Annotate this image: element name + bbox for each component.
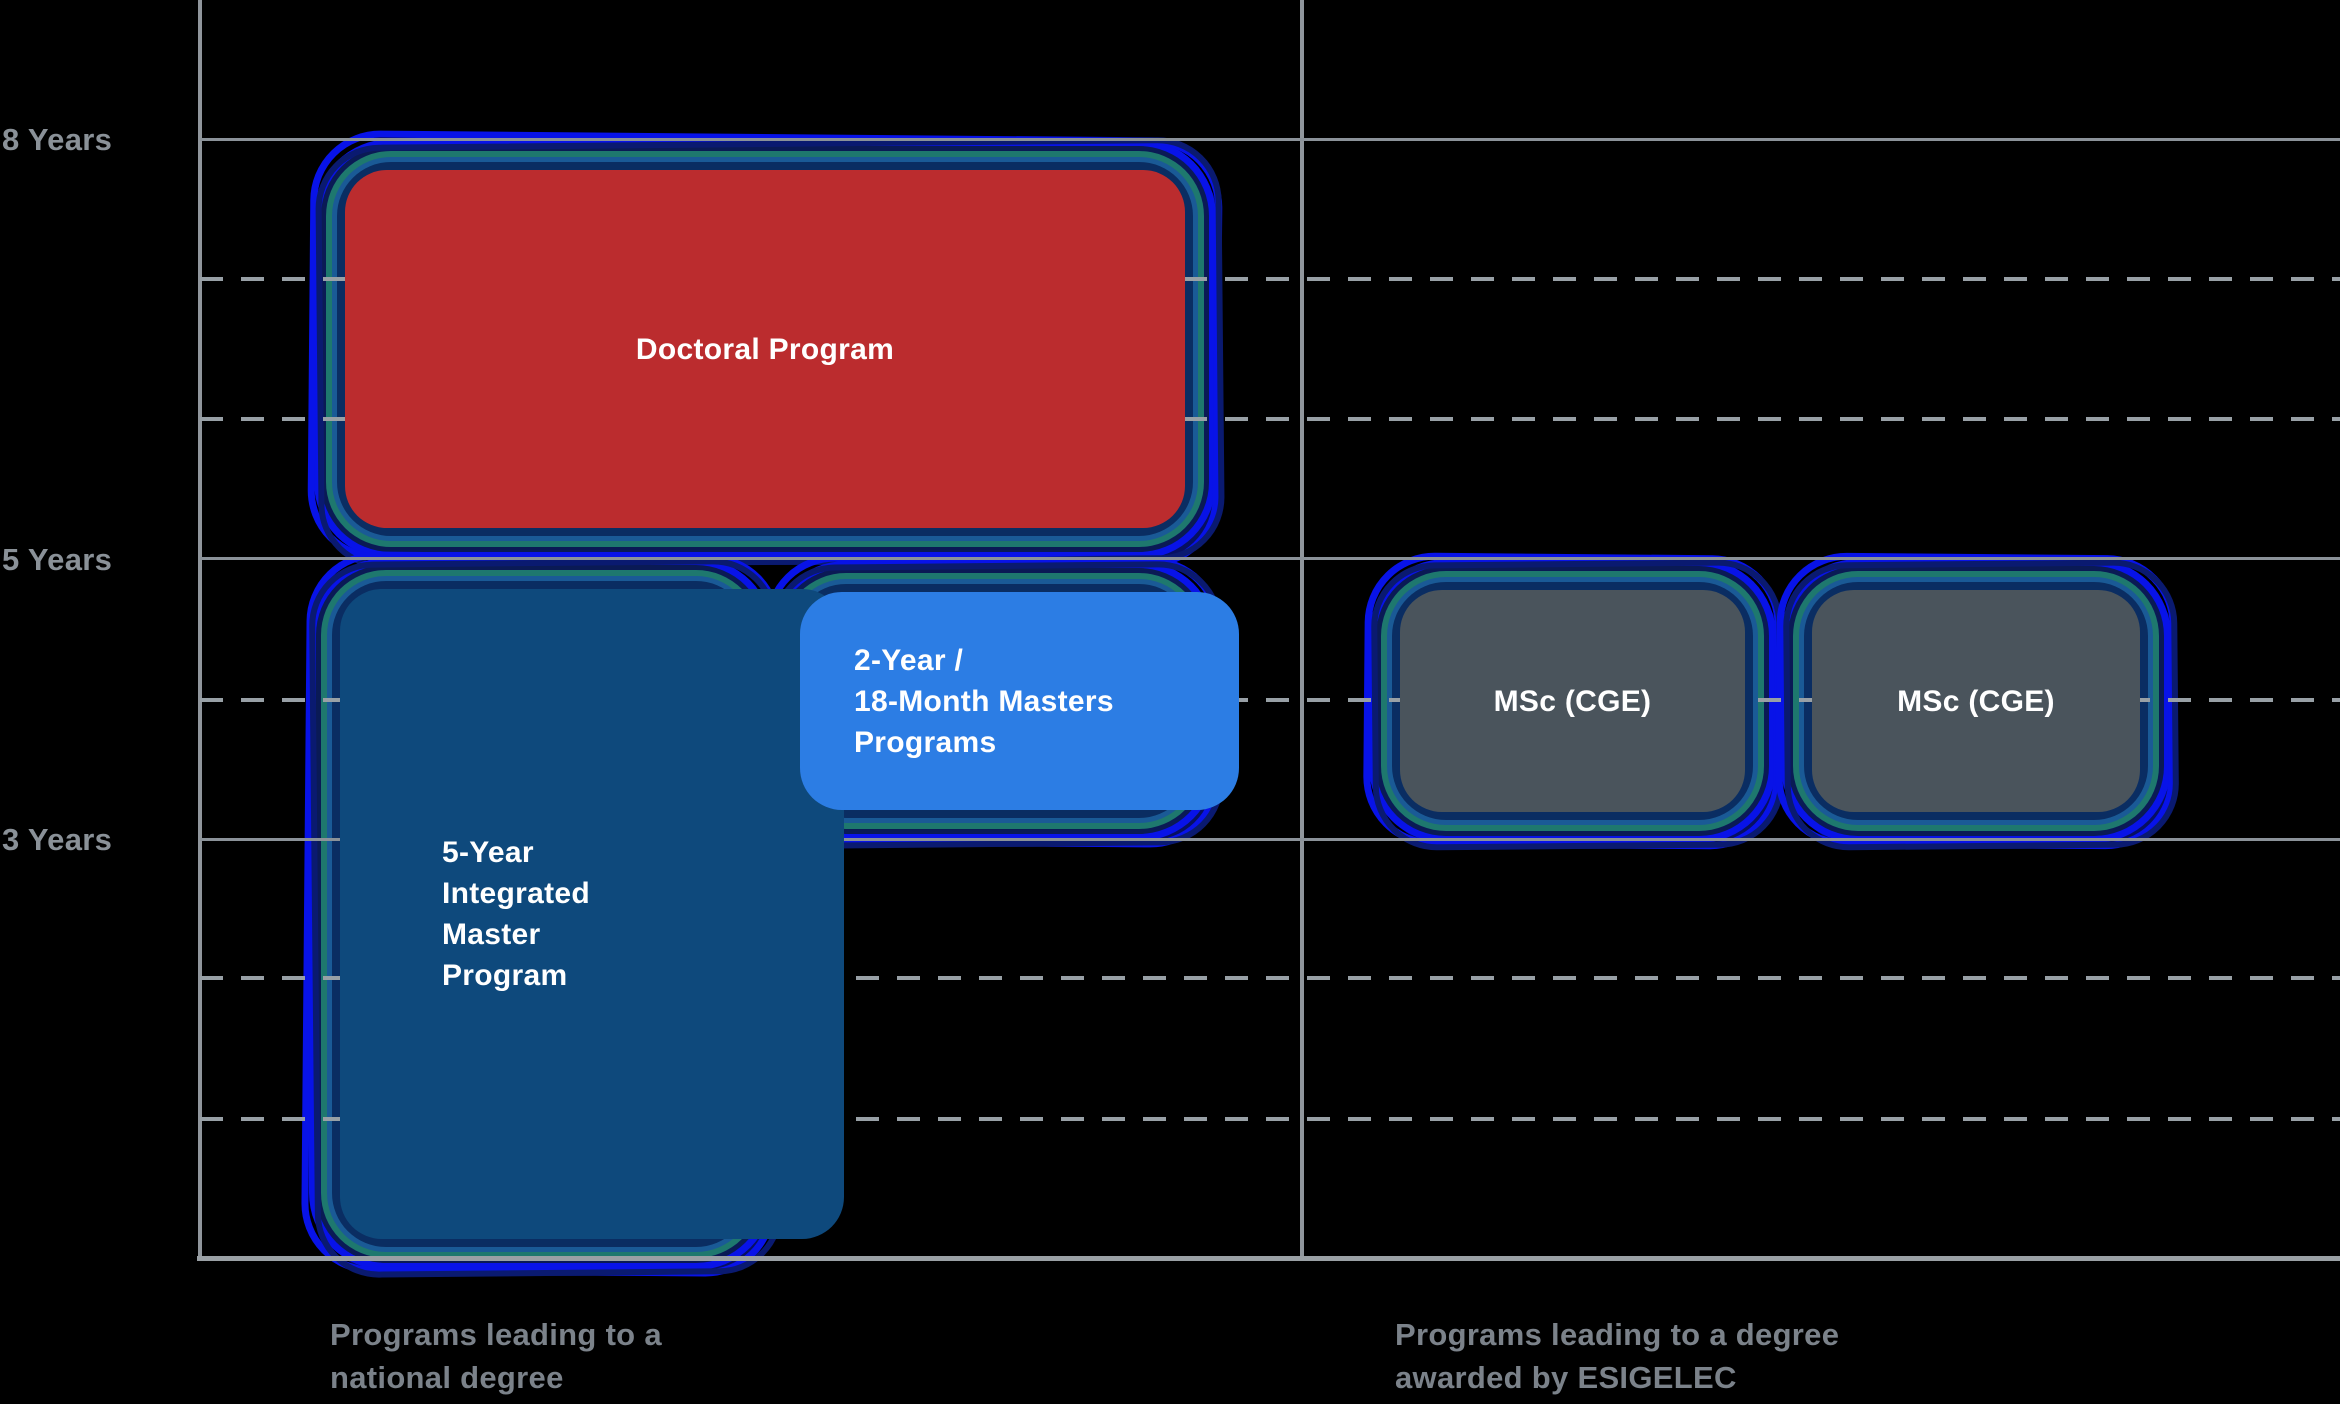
masters-programs-label: 2-Year / 18-Month Masters Programs (854, 643, 1114, 759)
gridline-1-year (200, 1117, 2340, 1121)
msc-cge-left-box: MSc (CGE) (1400, 590, 1745, 812)
doctoral-program-label: Doctoral Program (635, 332, 895, 366)
masters-programs-box: 2-Year / 18-Month Masters Programs (800, 592, 1239, 810)
caption-national-degree: Programs leading to a national degree (330, 1317, 662, 1395)
gridline-7-years (200, 277, 2340, 281)
gridline-8-years (200, 138, 2340, 141)
y-label-8-years: 8 Years (2, 122, 113, 157)
integrated-master-program-label: 5-Year Integrated Master Program (442, 836, 591, 992)
gridline-4-years (200, 698, 2340, 702)
gridline-5-years (200, 557, 2340, 560)
doctoral-program-box: Doctoral Program (345, 170, 1185, 528)
caption-esigelec-degree: Programs leading to a degree awarded by … (1395, 1317, 1840, 1395)
y-axis-line (198, 0, 202, 1260)
gridline-2-years (200, 976, 2340, 980)
y-label-5-years: 5 Years (2, 542, 113, 577)
msc-cge-left-label: MSc (CGE) (1493, 684, 1652, 718)
group-divider-line (1300, 0, 1304, 1258)
x-axis-line (197, 1256, 2340, 1261)
y-label-3-years: 3 Years (2, 822, 113, 857)
gridline-6-years (200, 417, 2340, 421)
msc-cge-right-box: MSc (CGE) (1812, 590, 2140, 812)
integrated-master-program-box: 5-Year Integrated Master Program (340, 589, 844, 1239)
gridline-3-years (200, 838, 2340, 841)
msc-cge-right-label: MSc (CGE) (1897, 684, 2055, 718)
